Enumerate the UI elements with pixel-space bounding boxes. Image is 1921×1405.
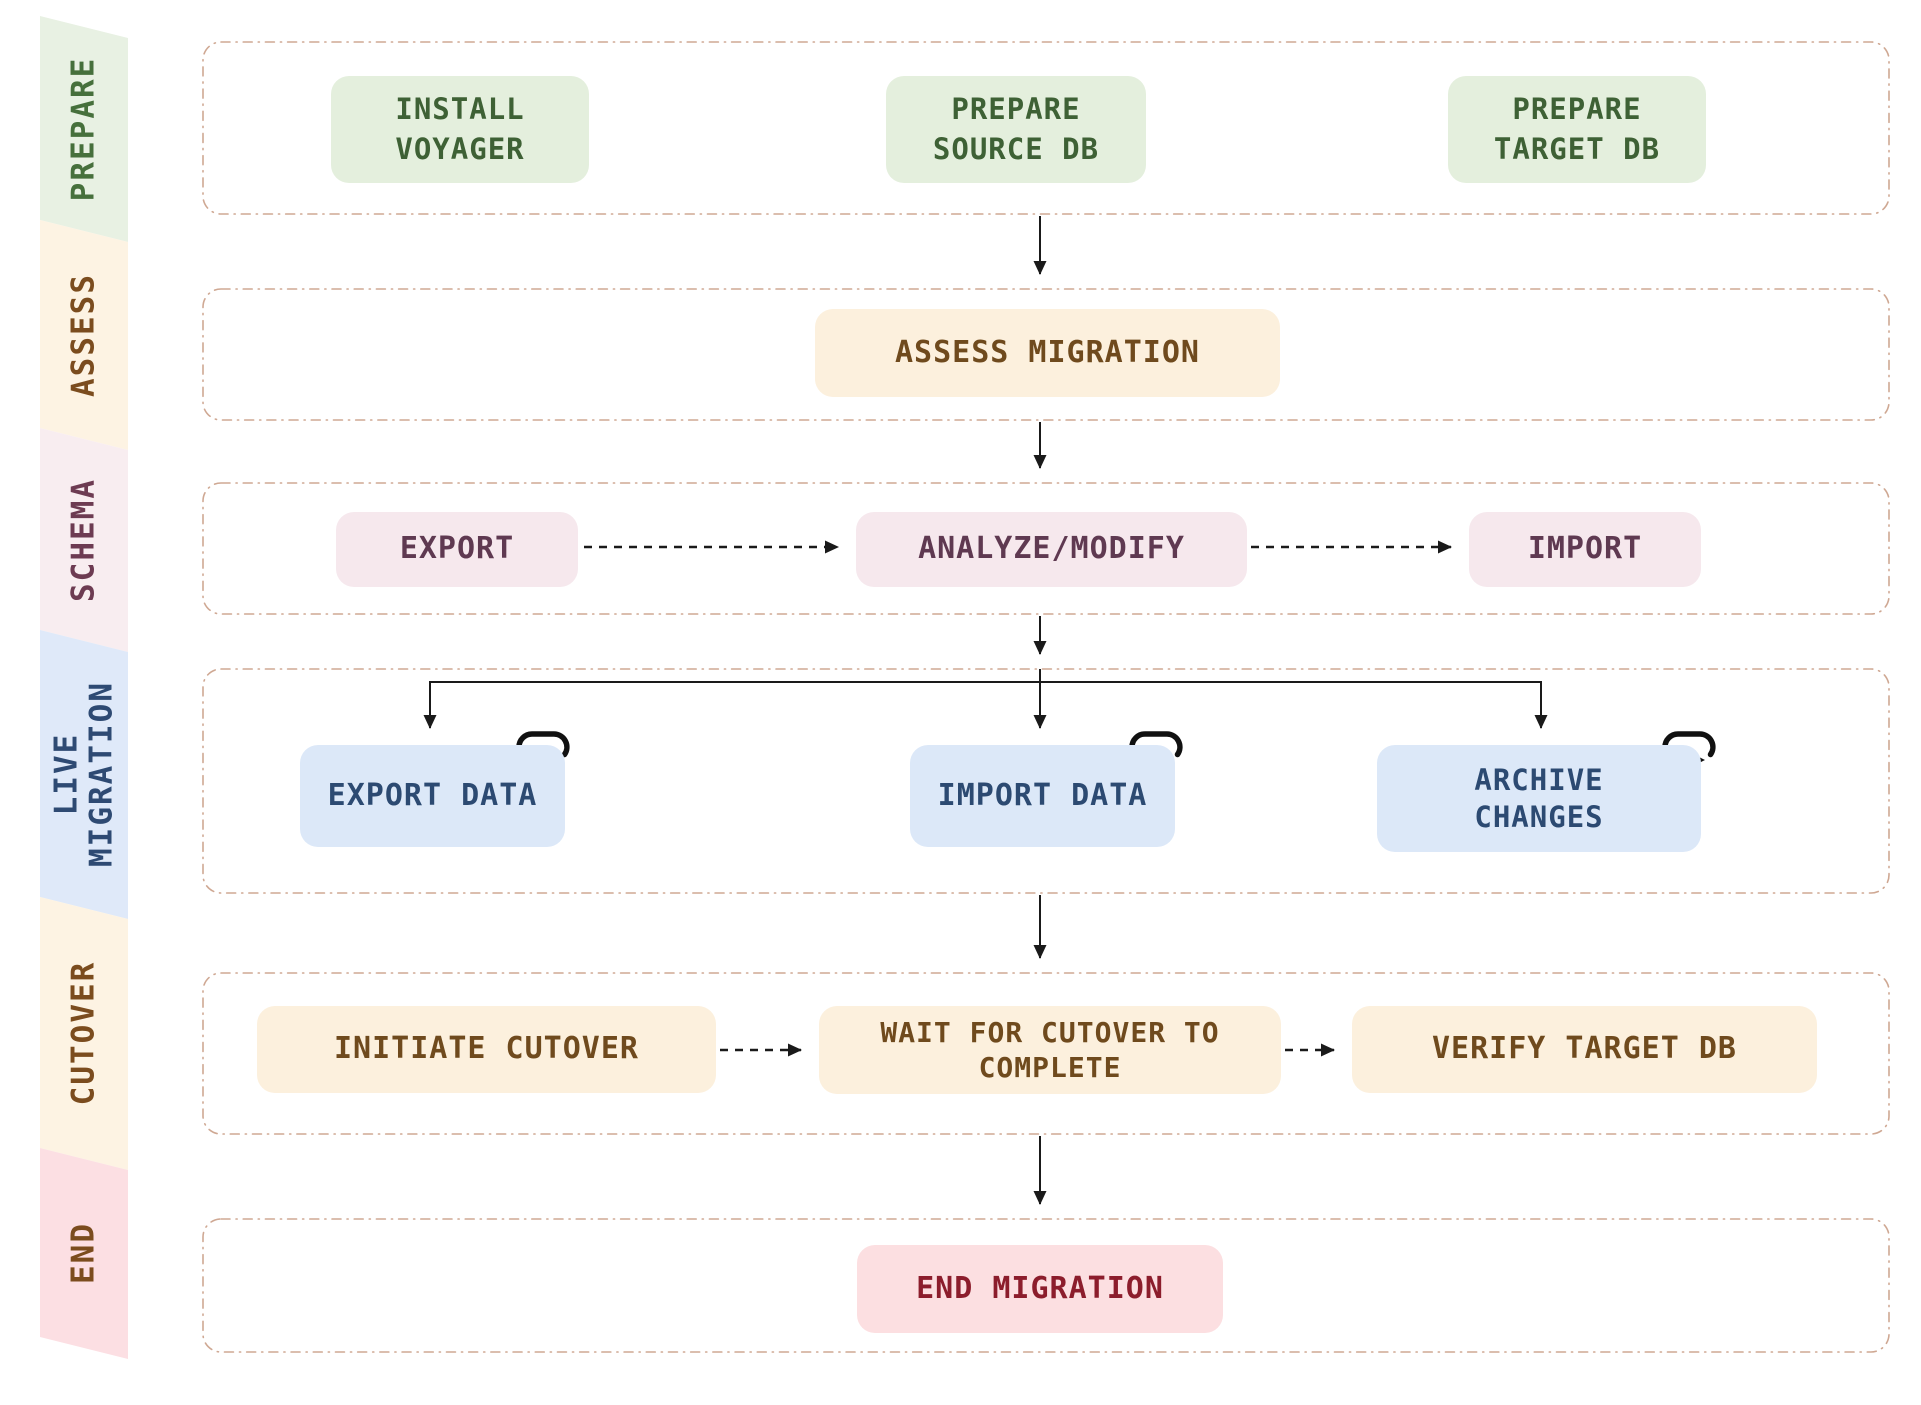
dashed-step-arrows <box>584 540 1452 1057</box>
node-wait-for-cutover: WAIT FOR CUTOVER TO COMPLETE <box>819 1006 1281 1094</box>
node-assess-migration: ASSESS MIGRATION <box>815 309 1280 397</box>
node-import-data: IMPORT DATA <box>910 745 1175 847</box>
node-install-voyager: INSTALL VOYAGER <box>331 76 589 183</box>
row-outline-end <box>202 1218 1890 1353</box>
flow-arrows <box>423 216 1548 1205</box>
row-outline-prepare <box>202 41 1890 215</box>
node-initiate-cutover: INITIATE CUTOVER <box>257 1006 716 1093</box>
phase-row-outlines <box>202 41 1890 1353</box>
node-prepare-target-db: PREPARE TARGET DB <box>1448 76 1706 183</box>
branch-to-export-data <box>423 669 1041 729</box>
row-outline-schema <box>202 482 1890 615</box>
node-verify-target-db: VERIFY TARGET DB <box>1352 1006 1817 1093</box>
row-outline-assess <box>202 288 1890 421</box>
branch-to-archive-changes <box>1040 681 1548 729</box>
node-prepare-source-db: PREPARE SOURCE DB <box>886 76 1146 183</box>
node-analyze-modify: ANALYZE/MODIFY <box>856 512 1247 587</box>
node-export-schema: EXPORT <box>336 512 578 587</box>
row-outline-live-migration <box>202 668 1890 894</box>
node-archive-changes: ARCHIVE CHANGES <box>1377 745 1701 852</box>
row-outline-cutover <box>202 972 1890 1135</box>
node-import-schema: IMPORT <box>1469 512 1701 587</box>
node-export-data: EXPORT DATA <box>300 745 565 847</box>
node-end-migration: END MIGRATION <box>857 1245 1223 1333</box>
